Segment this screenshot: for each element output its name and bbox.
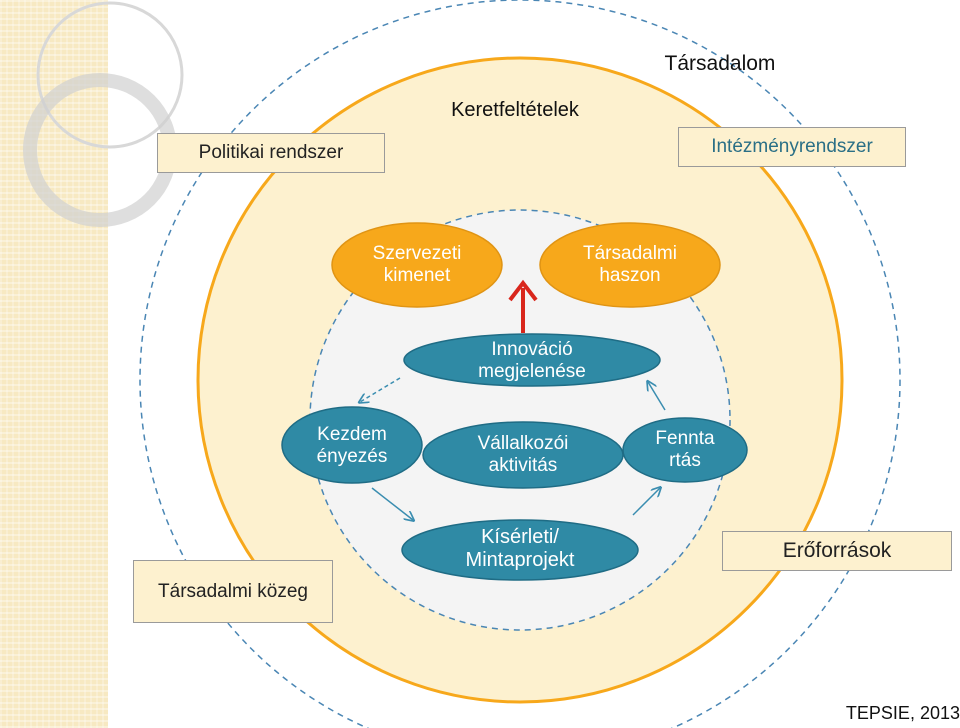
resources-box: Erőforrások: [722, 531, 952, 571]
innovation-label: Innováció megjelenése: [478, 339, 586, 382]
node-initiative: [281, 406, 423, 484]
decorative-rings: [23, 1, 184, 227]
pilot-project-label: Kísérleti/ Mintaprojekt: [465, 526, 575, 571]
entrepreneurial-activity-label: Vállalkozói aktivitás: [477, 433, 569, 476]
political-system-box: Politikai rendszer: [157, 133, 385, 173]
society-boundary: [139, 0, 901, 728]
arrow-sustainability-to-innovation: [648, 382, 666, 411]
inner-boundary: [309, 209, 731, 631]
organizational-output-label: Szervezeti kimenet: [372, 243, 462, 286]
arrow-initiative-to-pilot: [371, 487, 413, 520]
institutional-system-box: Intézményrendszer: [678, 127, 906, 167]
node-sustainability: [622, 417, 748, 483]
credit-label: TEPSIE, 2013: [845, 702, 960, 723]
framework-label: Keretfeltételek: [451, 98, 579, 121]
social-medium-box: Társadalmi közeg: [133, 560, 333, 623]
society-label: Társadalom: [664, 51, 776, 75]
social-benefit-label: Társadalmi haszon: [583, 243, 677, 286]
arrow-innovation-to-initiative: [360, 377, 401, 402]
up-arrow-icon: [508, 279, 538, 333]
initiative-label: Kezdem ényezés: [316, 424, 388, 467]
node-innovation: [403, 333, 661, 387]
node-social-benefit: [539, 222, 721, 308]
arrow-pilot-to-sustainability: [632, 488, 660, 516]
sustainability-label: Fennta rtás: [655, 428, 715, 471]
node-organizational-output: [331, 222, 503, 308]
node-pilot-project: [401, 519, 639, 581]
